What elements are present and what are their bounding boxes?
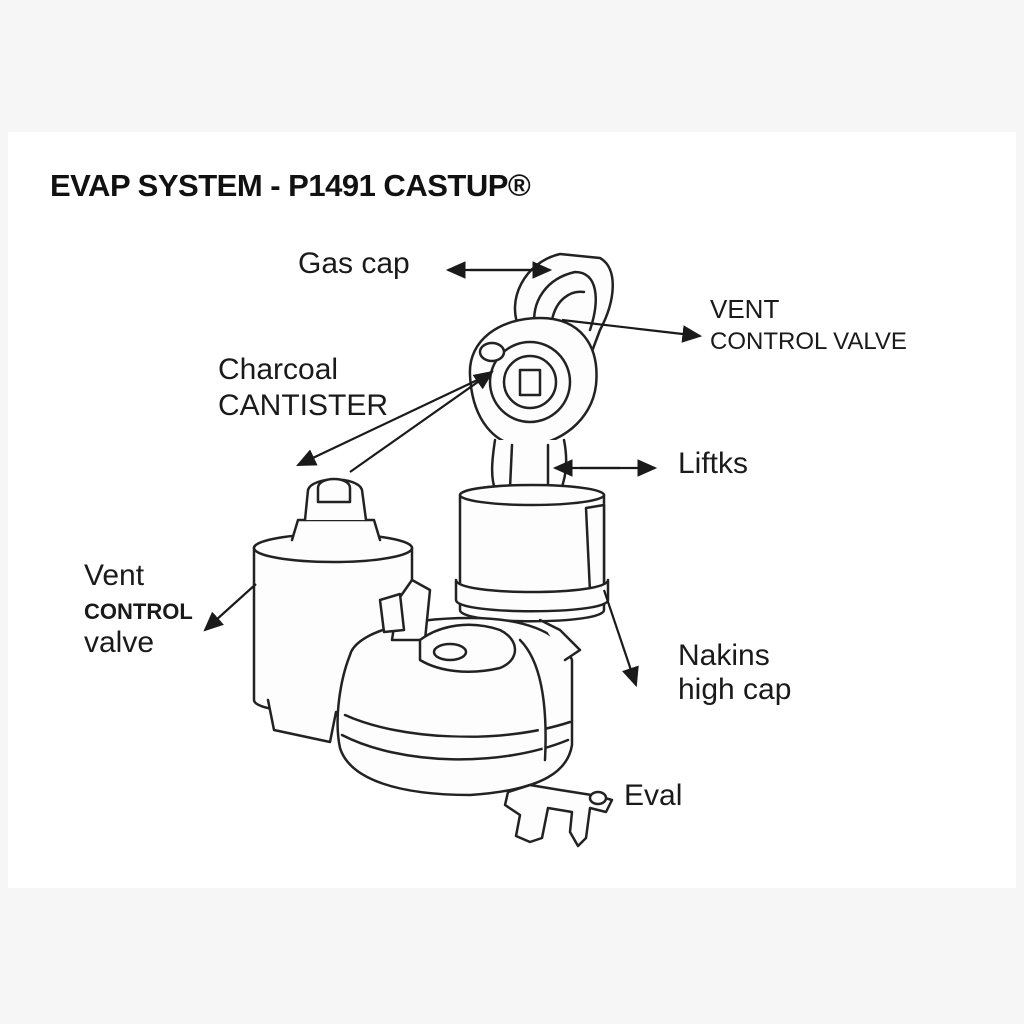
label-gas-cap: Gas cap xyxy=(298,248,410,280)
diagram-title: EVAP SYSTEM - P1491 CASTUP® xyxy=(50,168,531,203)
vent-right-leader xyxy=(561,318,703,343)
label-line: valve xyxy=(84,625,155,659)
label-line: high cap xyxy=(678,672,792,706)
vent-left-leader xyxy=(203,583,257,632)
right-cylinder-part xyxy=(454,483,610,623)
label-line: CONTROL xyxy=(84,598,193,624)
label-charcoal-canister: Charcoal CANTISTER xyxy=(218,354,388,421)
label-liftks: Liftks xyxy=(678,448,748,480)
label-line: CONTROL VALVE xyxy=(710,328,907,356)
label-line: Eval xyxy=(624,779,683,812)
charcoal-leader-1 xyxy=(296,374,489,466)
label-nakins-high-cap: Nakins high cap xyxy=(678,640,791,705)
label-vent-control-valve-right: VENT CONTROL VALVE xyxy=(710,294,907,356)
label-line: VENT xyxy=(710,294,780,324)
evap-valve-bracket-part xyxy=(503,783,614,848)
label-line: CANTISTER xyxy=(218,388,389,422)
filler-neck-part xyxy=(490,438,568,494)
fuel-tank-part xyxy=(336,578,582,797)
label-vent-control-valve-left: Vent CONTROL valve xyxy=(84,560,193,658)
charcoal-canister-part xyxy=(252,477,414,744)
label-line: Liftks xyxy=(678,447,749,480)
label-eval: Eval xyxy=(624,780,682,812)
label-line: Nakins xyxy=(678,639,770,672)
nakins-leader xyxy=(602,589,639,688)
vent-control-valve-part xyxy=(468,316,598,448)
label-line: Vent xyxy=(84,559,145,592)
charcoal-leader-2 xyxy=(349,370,494,473)
label-line: Charcoal xyxy=(218,353,339,386)
label-gas-cap-text: Gas cap xyxy=(298,247,410,280)
